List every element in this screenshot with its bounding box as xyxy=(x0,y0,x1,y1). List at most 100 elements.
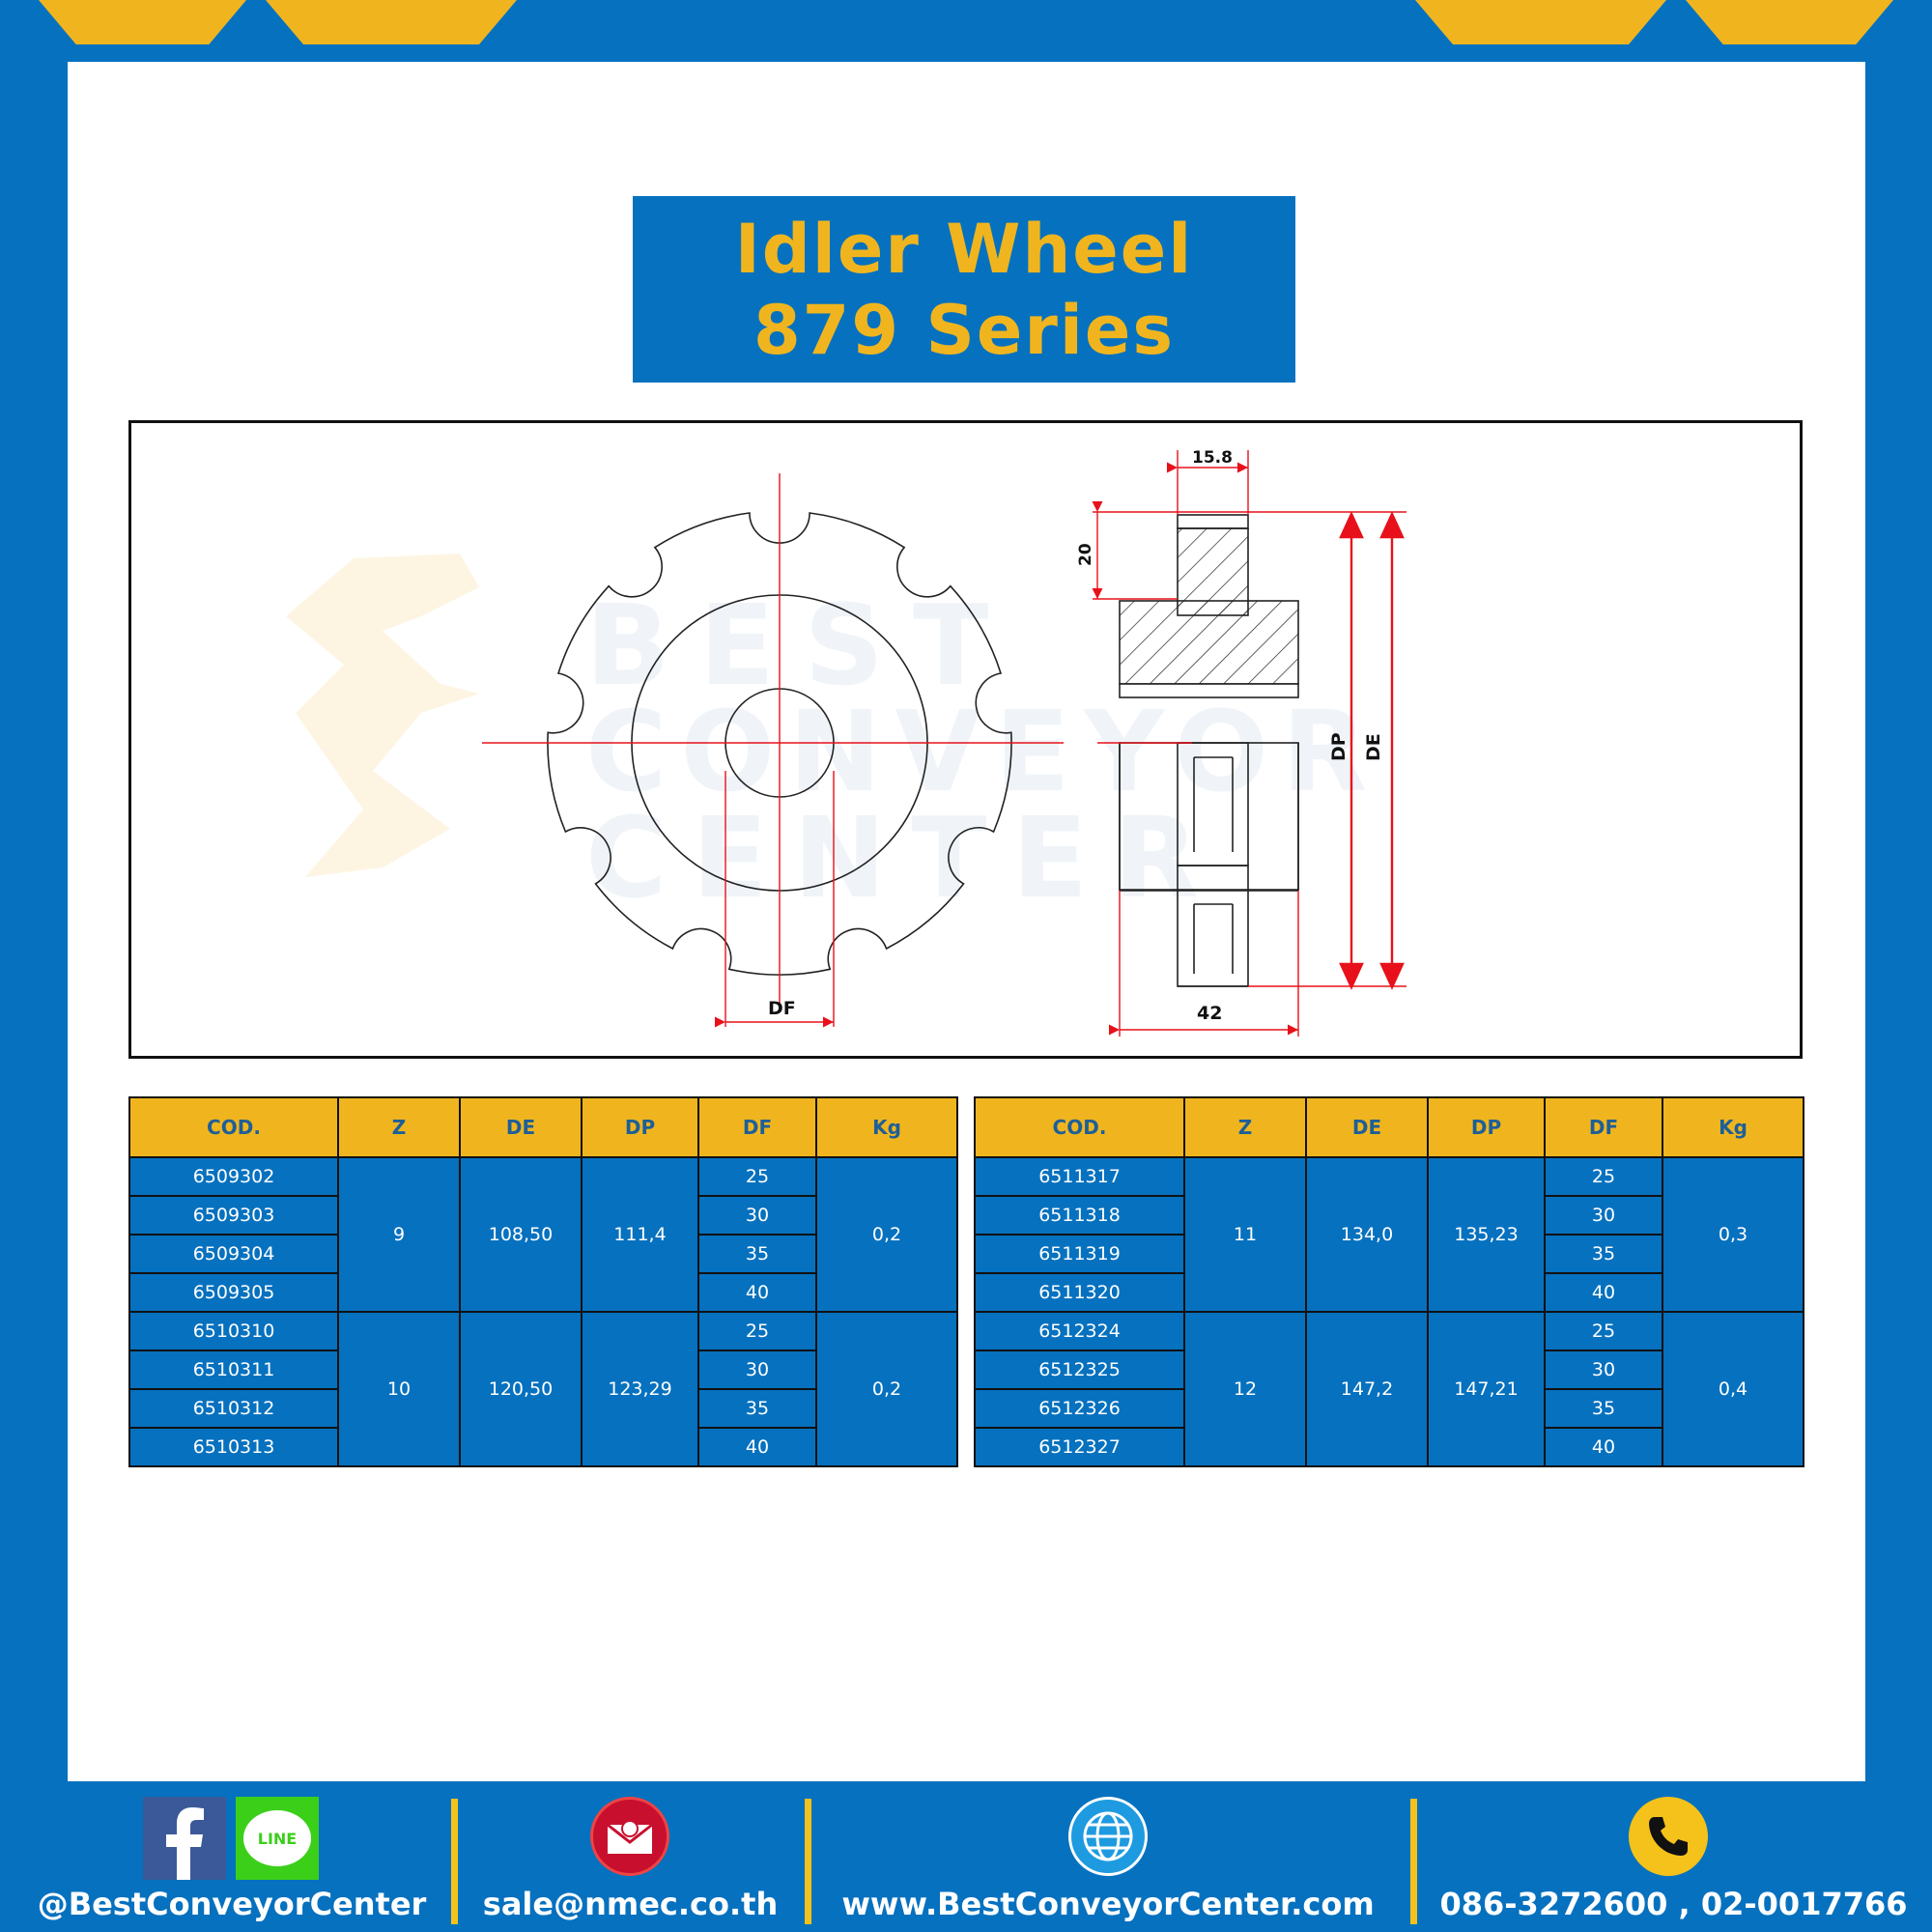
cell-df: 30 xyxy=(697,1195,817,1236)
table-row: 6510311 30 xyxy=(128,1350,957,1390)
table-row: 6510310 10 120,50 123,29 25 0,2 xyxy=(128,1311,958,1467)
wheel-side-view xyxy=(1119,514,1299,987)
top-stripe-1 xyxy=(39,0,246,44)
top-stripe-3 xyxy=(1415,0,1666,44)
header-kg: Kg xyxy=(815,1096,958,1158)
globe-icon[interactable] xyxy=(1068,1797,1148,1876)
cell-dp: 147,21 xyxy=(1427,1311,1546,1467)
table-row: 6512326 35 xyxy=(974,1388,1804,1429)
cell-cod: 6510311 xyxy=(128,1350,339,1390)
line-icon[interactable]: LINE xyxy=(236,1797,319,1880)
cell-df: 40 xyxy=(1544,1272,1663,1313)
header-z: Z xyxy=(1183,1096,1307,1158)
facebook-icon[interactable] xyxy=(143,1797,226,1880)
cell-kg: 0,4 xyxy=(1662,1311,1804,1467)
cell-cod: 6512327 xyxy=(974,1427,1185,1467)
header-cod: COD. xyxy=(974,1096,1185,1158)
center-lines xyxy=(482,473,1064,1028)
cell-dp: 135,23 xyxy=(1427,1156,1546,1313)
table-row: 6509304 35 xyxy=(128,1234,957,1274)
cell-cod: 6509302 xyxy=(128,1156,339,1197)
footer-divider-3 xyxy=(1410,1799,1417,1924)
cell-df: 25 xyxy=(1544,1156,1663,1197)
cell-kg: 0,2 xyxy=(815,1156,958,1313)
cell-kg: 0,2 xyxy=(815,1311,958,1467)
cell-de: 134,0 xyxy=(1305,1156,1429,1313)
dp-label: DP xyxy=(1328,732,1350,761)
cell-cod: 6509303 xyxy=(128,1195,339,1236)
hub-height-label: 20 xyxy=(1076,543,1095,566)
footer-social: LINE @BestConveyorCenter xyxy=(19,1781,444,1932)
wheel-outline xyxy=(547,512,1012,976)
cell-cod: 6510310 xyxy=(128,1311,339,1351)
cell-cod: 6512326 xyxy=(974,1388,1185,1429)
cell-de: 120,50 xyxy=(459,1311,582,1467)
title-line-1: Idler Wheel xyxy=(734,209,1194,289)
cell-cod: 6511320 xyxy=(974,1272,1185,1313)
cell-df: 25 xyxy=(1544,1311,1663,1351)
cell-df: 40 xyxy=(697,1427,817,1467)
cell-dp: 123,29 xyxy=(581,1311,699,1467)
cell-df: 35 xyxy=(697,1388,817,1429)
cell-cod: 6510313 xyxy=(128,1427,339,1467)
table-row: 6510313 40 xyxy=(128,1427,957,1467)
cell-df: 30 xyxy=(1544,1350,1663,1390)
header-df: DF xyxy=(1544,1096,1663,1158)
table-row: 6510312 35 xyxy=(128,1388,957,1429)
header-de: DE xyxy=(1305,1096,1429,1158)
cell-df: 35 xyxy=(1544,1234,1663,1274)
header-dp: DP xyxy=(581,1096,699,1158)
drawing-svg: BEST CONVEYOR CENTER DF xyxy=(286,448,1406,1037)
cell-cod: 6512324 xyxy=(974,1311,1185,1351)
table-row: 6511320 40 xyxy=(974,1272,1804,1313)
cell-de: 147,2 xyxy=(1305,1311,1429,1467)
cell-cod: 6510312 xyxy=(128,1388,339,1429)
table-row: 6509303 30 xyxy=(128,1195,957,1236)
df-label: DF xyxy=(768,998,796,1019)
cell-cod: 6511318 xyxy=(974,1195,1185,1236)
total-width-label: 42 xyxy=(1197,1003,1222,1024)
cell-cod: 6512325 xyxy=(974,1350,1185,1390)
de-label: DE xyxy=(1363,733,1384,761)
table-row: 6512325 30 xyxy=(974,1350,1804,1390)
cell-df: 25 xyxy=(697,1311,817,1351)
header-z: Z xyxy=(337,1096,461,1158)
email-icon[interactable] xyxy=(590,1797,669,1876)
cell-df: 35 xyxy=(1544,1388,1663,1429)
footer-phone: 086-3272600 , 02-0017766 xyxy=(1425,1781,1922,1932)
spec-table-left: COD. Z DE DP DF Kg 6509302 9 108,50 111,… xyxy=(128,1096,958,1467)
email-address[interactable]: sale@nmec.co.th xyxy=(482,1886,779,1922)
cell-df: 30 xyxy=(1544,1195,1663,1236)
cell-kg: 0,3 xyxy=(1662,1156,1804,1313)
technical-drawing: BEST CONVEYOR CENTER DF xyxy=(128,420,1803,1059)
title-line-2: 879 Series xyxy=(753,290,1176,370)
table-header-row: COD. Z DE DP DF Kg xyxy=(128,1096,958,1158)
website-url[interactable]: www.BestConveyorCenter.com xyxy=(841,1886,1375,1922)
spec-table-right: COD. Z DE DP DF Kg 6511317 11 134,0 135,… xyxy=(974,1096,1804,1467)
cell-df: 25 xyxy=(697,1156,817,1197)
social-handle[interactable]: @BestConveyorCenter xyxy=(37,1886,427,1922)
cell-de: 108,50 xyxy=(459,1156,582,1313)
table-header-row: COD. Z DE DP DF Kg xyxy=(974,1096,1804,1158)
phone-numbers[interactable]: 086-3272600 , 02-0017766 xyxy=(1439,1886,1908,1922)
footer-website: www.BestConveyorCenter.com xyxy=(819,1781,1397,1932)
cell-df: 35 xyxy=(697,1234,817,1274)
table-row: 6512324 12 147,2 147,21 25 0,4 xyxy=(974,1311,1804,1467)
cell-cod: 6511317 xyxy=(974,1156,1185,1197)
table-row: 6509302 9 108,50 111,4 25 0,2 xyxy=(128,1156,958,1313)
cell-z: 9 xyxy=(337,1156,461,1313)
table-row: 6511317 11 134,0 135,23 25 0,3 xyxy=(974,1156,1804,1313)
cell-cod: 6511319 xyxy=(974,1234,1185,1274)
cell-cod: 6509304 xyxy=(128,1234,339,1274)
header-cod: COD. xyxy=(128,1096,339,1158)
table-row: 6511319 35 xyxy=(974,1234,1804,1274)
side-dimension-lines xyxy=(1092,450,1406,1037)
cell-df: 40 xyxy=(697,1272,817,1313)
top-stripe-4 xyxy=(1686,0,1893,44)
cell-z: 11 xyxy=(1183,1156,1307,1313)
phone-icon[interactable] xyxy=(1629,1797,1708,1876)
cell-df: 30 xyxy=(697,1350,817,1390)
hub-width-label: 15.8 xyxy=(1192,448,1233,468)
